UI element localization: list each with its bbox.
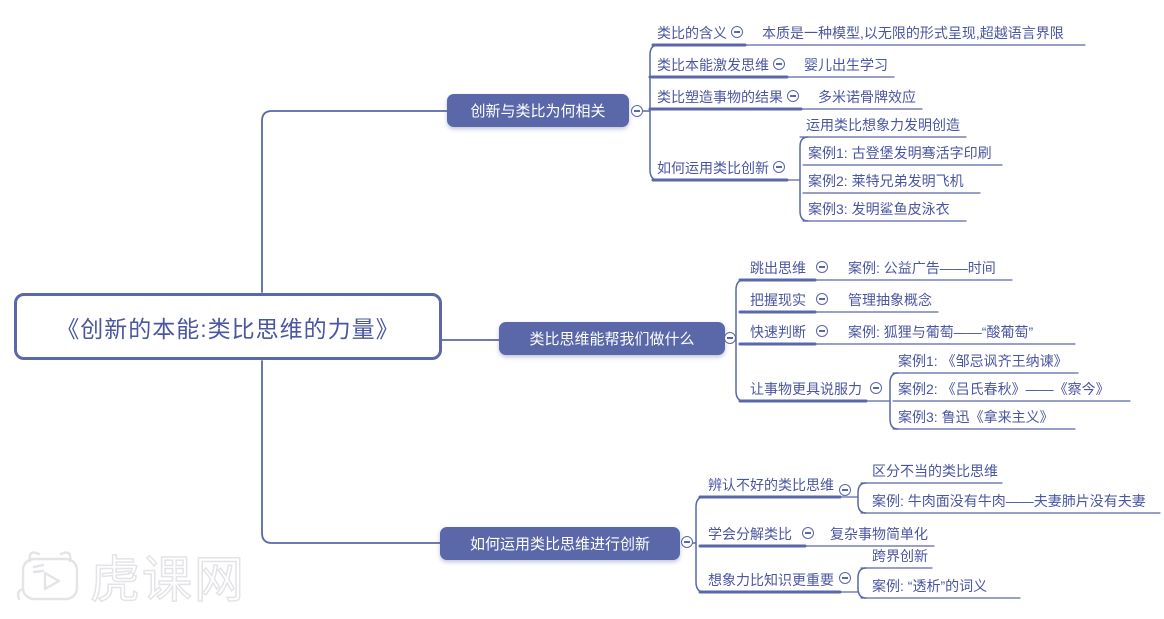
topic-child[interactable]: 复杂事物简单化 <box>830 526 928 542</box>
topic-child[interactable]: 案例3: 鲁迅《拿来主义》 <box>898 409 1054 425</box>
collapse-icon[interactable] <box>773 58 785 70</box>
topic-label[interactable]: 辨认不好的类比思维 <box>708 477 834 493</box>
collapse-icon[interactable] <box>839 484 851 496</box>
topic-child[interactable]: 婴儿出生学习 <box>804 57 888 73</box>
topic-child[interactable]: 本质是一种模型,以无限的形式呈现,超越语言界限 <box>762 25 1064 41</box>
main-topic-how-innovate[interactable]: 如何运用类比思维进行创新 <box>440 527 680 560</box>
collapse-icon[interactable] <box>787 90 799 102</box>
collapse-icon[interactable] <box>816 325 828 337</box>
topic-label[interactable]: 让事物更具说服力 <box>750 381 862 397</box>
topic-child[interactable]: 案例: “透析”的词义 <box>872 578 988 594</box>
topic-label[interactable]: 学会分解类比 <box>708 526 792 542</box>
collapse-icon[interactable] <box>724 332 736 344</box>
topic-child[interactable]: 运用类比想象力发明创造 <box>806 117 960 133</box>
main-topic-why-related[interactable]: 创新与类比为何相关 <box>447 94 629 127</box>
topic-child[interactable]: 案例: 牛肉面没有牛肉——夫妻肺片没有夫妻 <box>872 493 1146 509</box>
central-topic[interactable]: 《创新的本能:类比思维的力量》 <box>14 293 442 360</box>
topic-child[interactable]: 案例3: 发明鲨鱼皮泳衣 <box>808 201 950 217</box>
collapse-icon[interactable] <box>731 26 743 38</box>
collapse-icon[interactable] <box>816 261 828 273</box>
topic-label[interactable]: 把握现实 <box>750 292 806 308</box>
topic-child[interactable]: 多米诺骨牌效应 <box>818 89 916 105</box>
collapse-icon[interactable] <box>631 105 643 117</box>
main-topic-what-helps[interactable]: 类比思维能帮我们做什么 <box>499 322 725 355</box>
topic-label[interactable]: 快速判断 <box>750 324 806 340</box>
topic-child[interactable]: 案例: 狐狸与葡萄——“酸葡萄” <box>848 324 1034 340</box>
topic-child[interactable]: 区分不当的类比思维 <box>872 463 998 479</box>
watermark-text: 虎课网 <box>89 551 246 609</box>
collapse-icon[interactable] <box>816 293 828 305</box>
collapse-icon[interactable] <box>773 161 785 173</box>
topic-label[interactable]: 想象力比知识更重要 <box>708 572 834 588</box>
watermark: 虎课网 <box>14 540 246 612</box>
topic-child[interactable]: 案例2: 《吕氏春秋》——《察今》 <box>898 381 1110 397</box>
topic-label[interactable]: 如何运用类比创新 <box>657 160 769 176</box>
collapse-icon[interactable] <box>839 572 851 584</box>
topic-child[interactable]: 案例1: 古登堡发明骞活字印刷 <box>808 145 992 161</box>
collapse-icon[interactable] <box>802 527 814 539</box>
topic-label[interactable]: 类比的含义 <box>657 25 727 41</box>
huke-tiger-logo-icon <box>16 551 79 601</box>
topic-label[interactable]: 类比本能激发思维 <box>657 57 769 73</box>
collapse-icon[interactable] <box>870 382 882 394</box>
topic-child[interactable]: 管理抽象概念 <box>848 292 932 308</box>
topic-label[interactable]: 类比塑造事物的结果 <box>657 89 783 105</box>
topic-child[interactable]: 案例: 公益广告——时间 <box>848 260 996 276</box>
topic-child[interactable]: 案例2: 莱特兄弟发明飞机 <box>808 173 964 189</box>
topic-child[interactable]: 案例1: 《邹忌讽齐王纳谏》 <box>898 353 1068 369</box>
collapse-icon[interactable] <box>681 536 693 548</box>
topic-label[interactable]: 跳出思维 <box>750 260 806 276</box>
topic-child[interactable]: 跨界创新 <box>872 548 928 564</box>
